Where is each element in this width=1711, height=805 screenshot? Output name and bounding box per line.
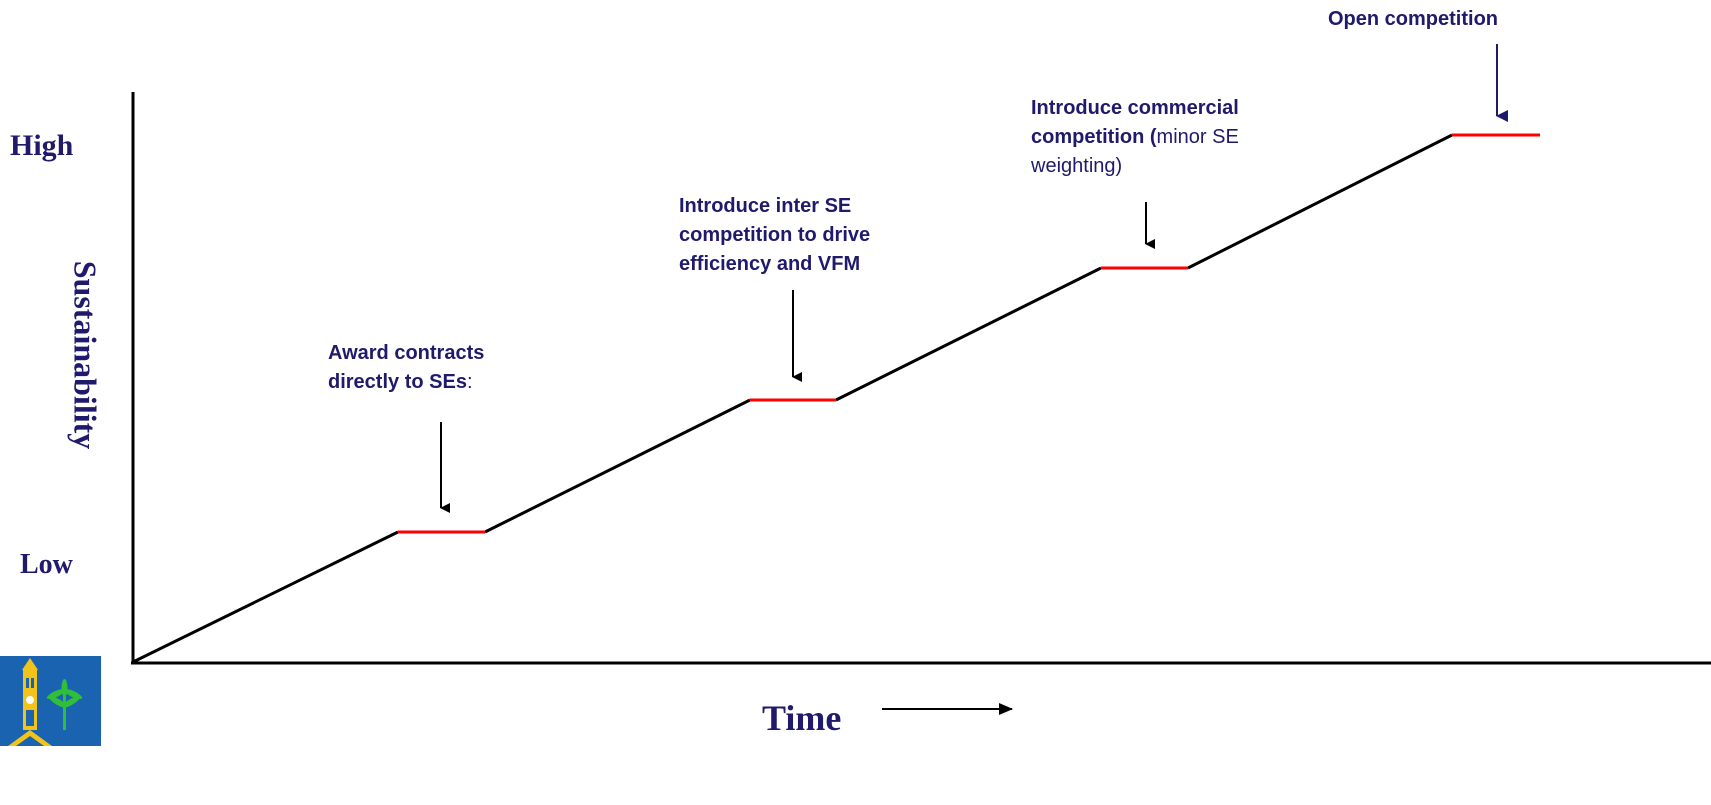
stage-3-label: Introduce commercial competition (minor … [1031, 94, 1239, 181]
staircase-rise-2 [484, 398, 751, 534]
stage-2-line-2: competition to drive [679, 224, 871, 246]
stage-1-line-2: directly to SEs [328, 371, 467, 393]
stage-3-line-2: competition ( [1031, 126, 1157, 148]
stage-1-label: Award contracts directly to SEs: [328, 339, 484, 397]
staircase-rise-3 [835, 266, 1102, 402]
y-axis-low-label: Low [20, 549, 73, 580]
logo-graphic [8, 658, 83, 746]
stage-3-line-3: weighting) [1031, 155, 1123, 177]
staircase-rise-4 [1187, 133, 1453, 270]
x-axis-title: Time [762, 698, 842, 738]
stage-1-suffix: : [466, 371, 473, 393]
stage-3-inline-regular: minor SE [1156, 126, 1239, 148]
stage-4-line-1: Open competition [1328, 8, 1498, 30]
y-axis-high-label: High [10, 129, 74, 162]
y-axis-title: Sustainability [67, 260, 104, 450]
stage-1-line-1: Award contracts [328, 342, 485, 364]
stage-2-line-3: efficiency and VFM [679, 253, 861, 275]
stage-2-line-1: Introduce inter SE [679, 195, 852, 217]
clock-tower-palm-logo [0, 656, 101, 746]
stage-4-label: Open competition [1328, 5, 1498, 34]
stage-3-line-1: Introduce commercial [1031, 97, 1239, 119]
stage-2-label: Introduce inter SE competition to drive … [679, 192, 870, 279]
staircase-rise-1 [132, 530, 399, 664]
